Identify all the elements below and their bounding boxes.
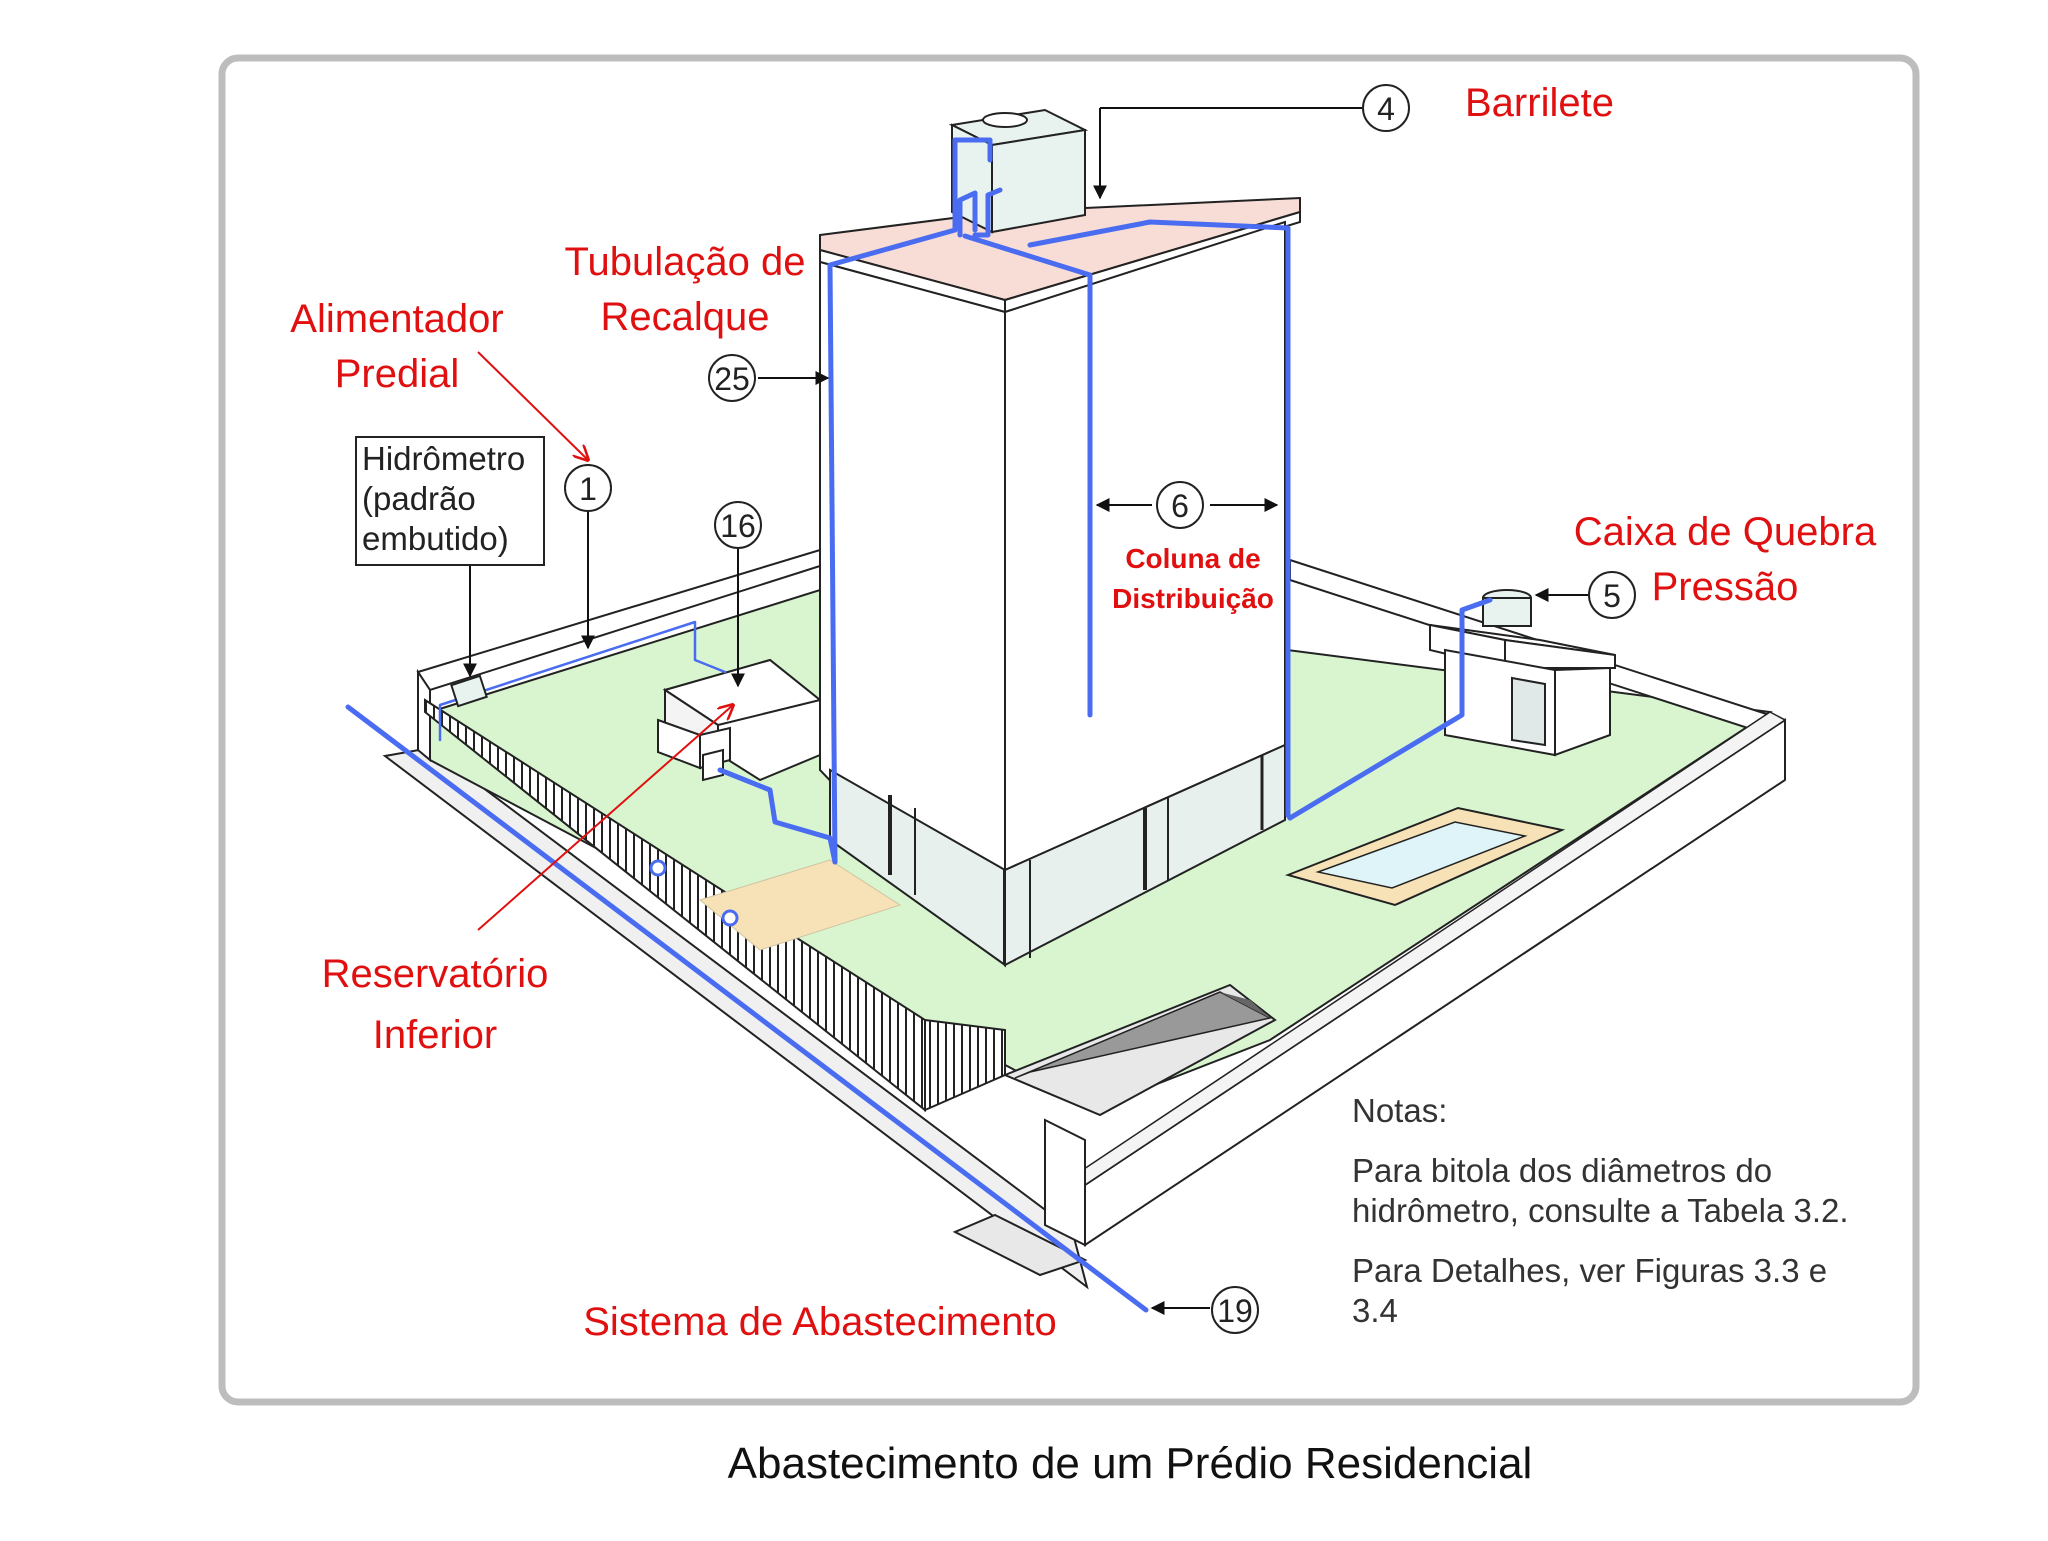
callout-19: 19	[1211, 1286, 1259, 1334]
barrilete-pipe	[962, 233, 1093, 718]
callout-1-text: 1	[579, 471, 597, 507]
notes-2-line2: 3.4	[1352, 1292, 1398, 1329]
figure-caption: Abastecimento de um Prédio Residencial	[728, 1439, 1533, 1488]
label-tubulacao-line2: Recalque	[600, 295, 769, 339]
callout-1: 1	[564, 464, 612, 512]
red-pointers	[477, 351, 733, 931]
pool-water	[1315, 821, 1528, 889]
hidrometro-box: Hidrômetro (padrão embutido)	[355, 436, 545, 566]
callout-4: 4	[1362, 84, 1410, 132]
label-coluna-line1: Coluna de	[1125, 543, 1260, 574]
main-building	[819, 108, 1301, 968]
leader-arrows	[463, 107, 1588, 1315]
callout-5: 5	[1588, 571, 1636, 619]
hidrometro-line3: embutido)	[362, 520, 509, 557]
label-alimentador-line1: Alimentador	[290, 297, 503, 341]
callout-4-text: 4	[1377, 91, 1395, 127]
suction-pipe	[717, 767, 838, 865]
notes-block: Notas: Para bitola dos diâmetros do hidr…	[1352, 1092, 1849, 1329]
label-reservatorio-line2: Inferior	[373, 1013, 498, 1057]
recalque-pipe	[827, 137, 993, 865]
notes-1-line1: Para bitola dos diâmetros do	[1352, 1152, 1772, 1189]
notes-2-line1: Para Detalhes, ver Figuras 3.3 e	[1352, 1252, 1827, 1289]
hidrometro-line1: Hidrômetro	[362, 440, 525, 477]
pipes	[345, 137, 1493, 1313]
label-sistema: Sistema de Abastecimento	[583, 1300, 1057, 1344]
label-tubulacao-line1: Tubulação de	[565, 240, 806, 284]
reservatorio-pointer	[477, 705, 733, 931]
pressure-break-house	[1429, 589, 1616, 757]
notes-title: Notas:	[1352, 1092, 1447, 1129]
hidrometro-line2: (padrão	[362, 480, 476, 517]
label-reservatorio-line1: Reservatório	[322, 952, 549, 996]
callout-19-text: 19	[1217, 1293, 1253, 1329]
pressure-break-pipe	[1287, 597, 1493, 821]
building-feed-pipe	[438, 620, 727, 742]
alimentador-pointer	[477, 351, 588, 460]
label-caixa-line1: Caixa de Quebra	[1574, 510, 1877, 554]
label-coluna-line2: Distribuição	[1112, 583, 1274, 614]
callout-16-text: 16	[720, 508, 756, 544]
callout-6: 6	[1156, 481, 1204, 529]
callout-16: 16	[714, 501, 762, 549]
walkway	[698, 859, 902, 951]
hidrometro-meter	[450, 674, 488, 708]
callout-25: 25	[708, 354, 756, 402]
lower-reservoir-house	[657, 658, 823, 782]
notes-1-line2: hidrômetro, consulte a Tabela 3.2.	[1352, 1192, 1849, 1229]
label-alimentador-line2: Predial	[335, 352, 460, 396]
callout-5-text: 5	[1603, 578, 1621, 614]
callout-25-text: 25	[714, 361, 750, 397]
label-barrilete: Barrilete	[1465, 81, 1614, 125]
callout-6-text: 6	[1171, 488, 1189, 524]
street-supply-pipe	[345, 704, 1149, 1313]
label-caixa-line2: Pressão	[1652, 565, 1799, 609]
